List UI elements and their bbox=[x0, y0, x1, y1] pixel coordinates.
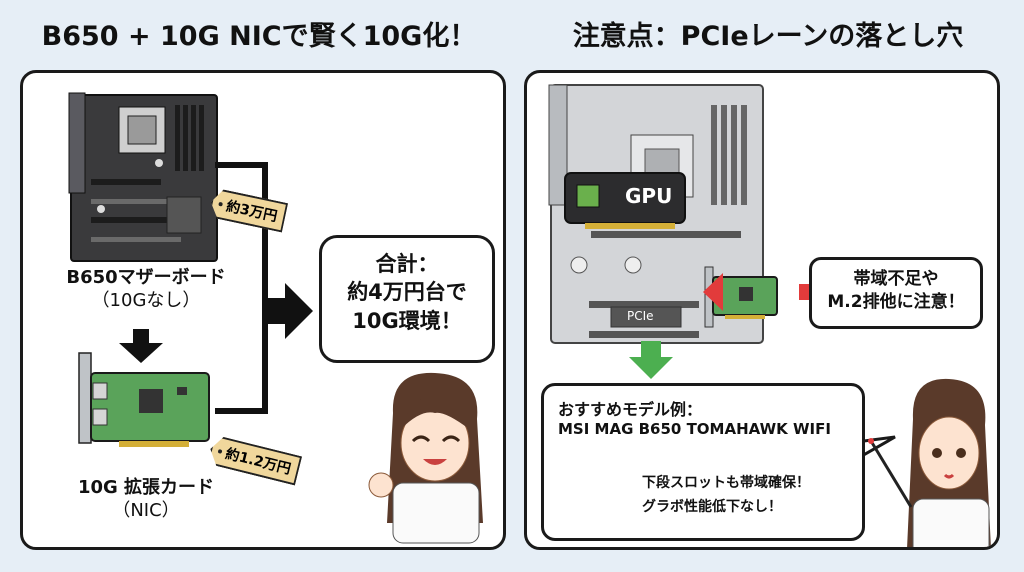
warning-line-1: 帯域不足や bbox=[853, 269, 939, 289]
nic-label: 10G 拡張カード （NIC） bbox=[23, 477, 269, 522]
nic-label-line1: 10G 拡張カード bbox=[77, 477, 215, 498]
left-title: B650 + 10G NICで賢く10G化！ bbox=[41, 20, 477, 52]
recommend-note-2: グラボ性能低下なし！ bbox=[642, 499, 782, 515]
warning-line-2: M.2排他に注意！ bbox=[827, 291, 965, 312]
total-line-3: 10G環境！ bbox=[352, 308, 462, 333]
right-panel: GPU PCIe 帯域不足や M.2排他に注意！ おすすめモデル例： MSI M… bbox=[524, 70, 1000, 550]
gpu-label: GPU bbox=[625, 184, 673, 208]
motherboard-label: B650マザーボード （10Gなし） bbox=[23, 267, 269, 312]
girl-thumbsup-image bbox=[368, 372, 483, 544]
left-panel: 約3万円 約1.2万円 B650マザーボード （10Gなし） 10G 拡張カード… bbox=[20, 70, 506, 550]
girl-pointing-image bbox=[868, 378, 991, 547]
total-line-1: 合計： bbox=[375, 252, 439, 276]
recommend-title: おすすめモデル例： bbox=[558, 400, 703, 419]
b650-motherboard-image bbox=[68, 92, 218, 262]
total-line-2: 約4万円台で bbox=[347, 280, 467, 305]
nic-card-image bbox=[78, 352, 210, 447]
right-title: 注意点：PCIeレーンの落とし穴 bbox=[572, 20, 964, 52]
left-illustration bbox=[68, 92, 483, 544]
nic-label-line2: （NIC） bbox=[112, 499, 180, 521]
recommendation-box: おすすめモデル例： MSI MAG B650 TOMAHAWK WIFI 下段ス… bbox=[541, 383, 865, 541]
warning-bubble: 帯域不足や M.2排他に注意！ bbox=[809, 257, 983, 329]
recommend-note-1: 下段スロットも帯域確保！ bbox=[642, 475, 810, 491]
pcie-label: PCIe bbox=[627, 309, 654, 323]
motherboard-label-line1: B650マザーボード bbox=[66, 267, 226, 288]
total-cost-bubble: 合計： 約4万円台で 10G環境！ bbox=[319, 235, 495, 363]
motherboard-label-line2: （10Gなし） bbox=[91, 289, 201, 311]
gpu-card bbox=[564, 172, 686, 229]
recommend-model: MSI MAG B650 TOMAHAWK WIFI bbox=[558, 420, 831, 438]
